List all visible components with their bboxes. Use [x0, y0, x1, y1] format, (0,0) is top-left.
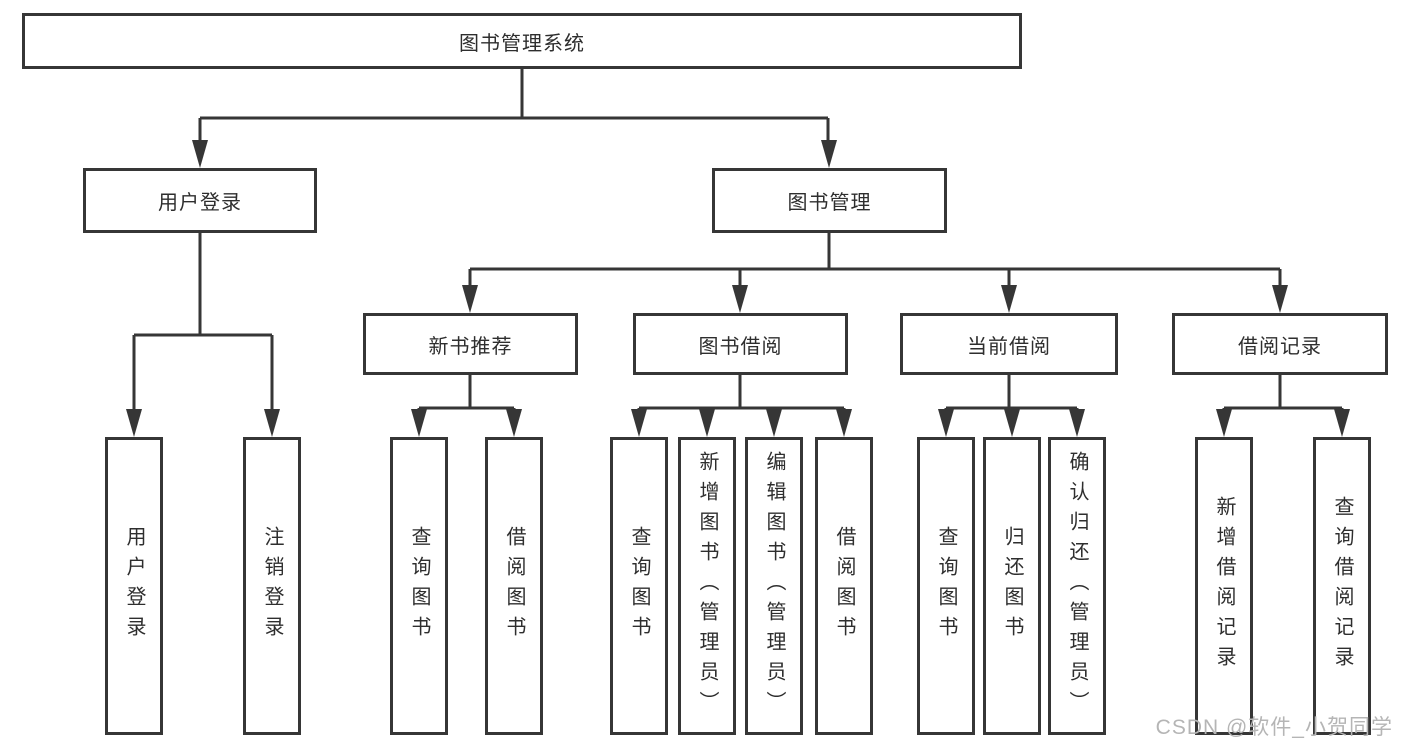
- node-label: 注销登录: [261, 526, 283, 646]
- arrow-down-icon: [836, 409, 852, 437]
- node-book-borrowing: 图书借阅: [633, 313, 848, 375]
- arrowheads: [126, 140, 1350, 437]
- connector-root-to-level2: [198, 69, 830, 142]
- node-label: 用户登录: [158, 192, 242, 214]
- node-label: 新书推荐: [428, 335, 513, 358]
- arrow-down-icon: [1069, 409, 1085, 437]
- leaf-borrow-books-recommend: 借阅图书: [485, 437, 543, 735]
- arrow-down-icon: [411, 409, 427, 437]
- csdn-watermark: CSDN @软件_小贺同学: [1155, 716, 1393, 739]
- node-label: 确认归还（管理员）: [1066, 451, 1088, 721]
- node-label: 图书管理: [787, 192, 872, 214]
- leaf-logout: 注销登录: [243, 437, 301, 735]
- connector-borrow-records-split: [1222, 375, 1344, 412]
- connector-current-borrow-split: [944, 375, 1079, 412]
- arrow-down-icon: [1334, 409, 1350, 437]
- arrow-down-icon: [732, 285, 748, 313]
- leaf-add-borrow-record: 新增借阅记录: [1195, 437, 1253, 735]
- arrow-down-icon: [1001, 285, 1017, 313]
- leaf-query-books-current: 查询图书: [917, 437, 975, 735]
- arrow-down-icon: [699, 409, 715, 437]
- node-label: 查询图书: [628, 526, 650, 646]
- leaf-confirm-return-admin: 确认归还（管理员）: [1048, 437, 1106, 735]
- node-user-login-branch: 用户登录: [83, 168, 317, 233]
- node-new-book-recommend: 新书推荐: [363, 313, 578, 375]
- connector-book-mgmt-to-level3: [468, 233, 1282, 290]
- leaf-query-books-recommend: 查询图书: [390, 437, 448, 735]
- leaf-edit-books-admin: 编辑图书（管理员）: [745, 437, 803, 735]
- arrow-down-icon: [462, 285, 478, 313]
- node-label: 查询图书: [935, 526, 957, 646]
- connector-new-book-split: [417, 375, 516, 412]
- node-book-management-branch: 图书管理: [712, 168, 947, 233]
- node-label: 用户登录: [123, 526, 145, 646]
- arrow-down-icon: [766, 409, 782, 437]
- node-borrowing-records: 借阅记录: [1172, 313, 1388, 375]
- arrow-down-icon: [631, 409, 647, 437]
- leaf-query-books-borrowing: 查询图书: [610, 437, 668, 735]
- connector-user-login-split: [132, 233, 274, 412]
- arrow-down-icon: [1004, 409, 1020, 437]
- leaf-borrow-books: 借阅图书: [815, 437, 873, 735]
- arrow-down-icon: [506, 409, 522, 437]
- node-root-system: 图书管理系统: [22, 13, 1022, 69]
- arrow-down-icon: [821, 140, 837, 168]
- node-current-borrowing: 当前借阅: [900, 313, 1118, 375]
- node-label: 新增图书（管理员）: [696, 451, 718, 721]
- node-label: 新增借阅记录: [1213, 496, 1235, 676]
- arrow-down-icon: [126, 409, 142, 437]
- node-label: 借阅图书: [503, 526, 525, 646]
- node-label: 借阅记录: [1238, 335, 1322, 358]
- arrow-down-icon: [938, 409, 954, 437]
- node-label: 编辑图书（管理员）: [763, 451, 785, 721]
- leaf-add-books-admin: 新增图书（管理员）: [678, 437, 736, 735]
- leaf-user-login: 用户登录: [105, 437, 163, 735]
- node-label: 查询借阅记录: [1331, 496, 1353, 676]
- arrow-down-icon: [264, 409, 280, 437]
- node-label: 查询图书: [408, 526, 430, 646]
- node-label: 图书管理系统: [459, 32, 585, 55]
- node-label: 图书借阅: [698, 335, 783, 358]
- arrow-down-icon: [1216, 409, 1232, 437]
- node-label: 当前借阅: [967, 335, 1051, 358]
- leaf-return-books: 归还图书: [983, 437, 1041, 735]
- leaf-query-borrow-record: 查询借阅记录: [1313, 437, 1371, 735]
- arrow-down-icon: [1272, 285, 1288, 313]
- connector-book-borrow-split: [637, 375, 846, 412]
- node-label: 归还图书: [1001, 526, 1023, 646]
- node-label: 借阅图书: [833, 526, 855, 646]
- arrow-down-icon: [192, 140, 208, 168]
